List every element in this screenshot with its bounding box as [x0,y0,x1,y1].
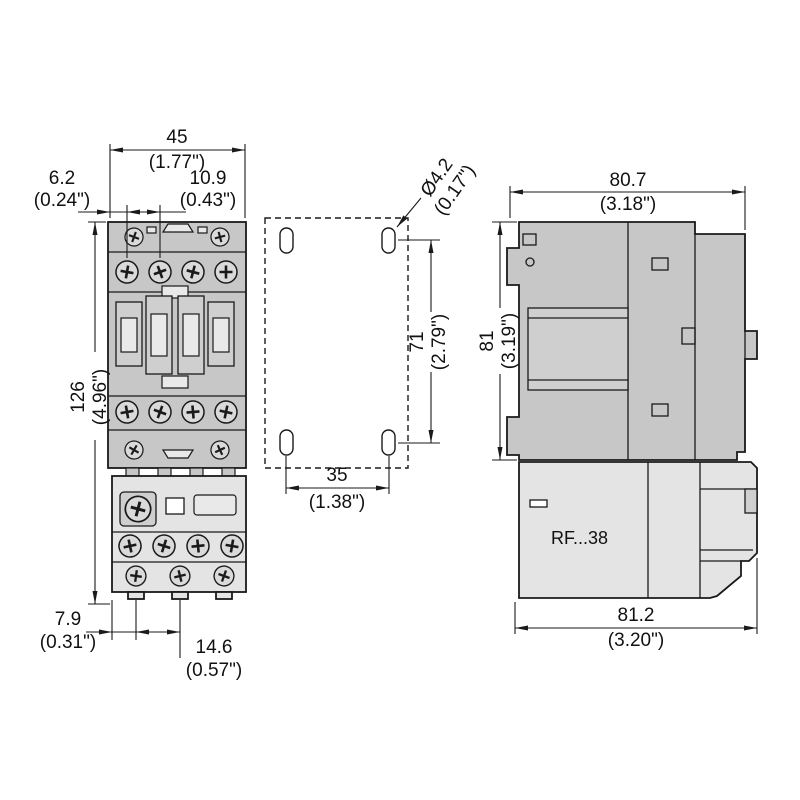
side-view: RF...38 [506,221,758,599]
indicator-window [165,497,185,515]
relay-type-label: RF...38 [551,528,608,548]
mounting-outline [264,217,409,469]
dim-pitch-b-in: (0.43") [180,190,236,211]
top-tab [161,223,195,233]
dim-side-height-in: (3.19") [499,313,520,369]
dim-total-depth-mm: 81.2 [618,605,655,626]
dim-total-depth-in: (3.20") [608,630,664,651]
dim-front-width-mm: 45 [166,127,187,148]
dim-front-width-in: (1.77") [149,152,205,173]
mounting-slot [381,429,396,456]
dim-pitch-b-mm: 10.9 [190,168,227,189]
dim-foot-offset-in: (0.31") [40,632,96,653]
front-view-dimensions: 45 (1.77") 6.2 (0.24") 10.9 (0.43") 126 … [34,127,246,681]
dim-hole-pitch-h-in: (1.38") [309,492,365,513]
dim-depth-in: (3.18") [600,194,656,215]
front-view [107,221,247,600]
relay-slot [529,499,548,508]
dim-foot-pitch-mm: 14.6 [196,637,233,658]
dim-pitch-a-mm: 6.2 [49,168,75,189]
side-recess [527,307,629,391]
bottom-tab [161,449,195,459]
dim-foot-offset-mm: 7.9 [55,609,81,630]
dim-side-height-mm: 81 [477,330,498,351]
dim-total-height-mm: 126 [68,381,89,413]
dim-depth-mm: 80.7 [610,170,647,191]
dim-hole-pitch-v-mm: 71 [407,331,428,352]
dim-pitch-a-in: (0.24") [34,190,90,211]
screw-icon [213,259,239,285]
mounting-slot [279,227,294,254]
dim-total-height-in: (4.96") [90,369,111,425]
din-clip-pin [525,257,535,267]
reset-button [193,494,237,516]
dim-hole-pitch-v-in: (2.79") [429,314,450,370]
side-view-dimensions: 80.7 (3.18") 81 (3.19") 81.2 (3.20") [477,170,758,651]
dim-hole-pitch-h-mm: 35 [326,465,347,486]
mounting-slot [279,429,294,456]
relay-terminal [744,488,758,514]
mounting-hole-pattern: Ø4.2 (0.17") 71 (2.79") 35 (1.38") [264,155,480,513]
mounting-slot [381,227,396,254]
dim-foot-pitch-in: (0.57") [186,660,242,681]
